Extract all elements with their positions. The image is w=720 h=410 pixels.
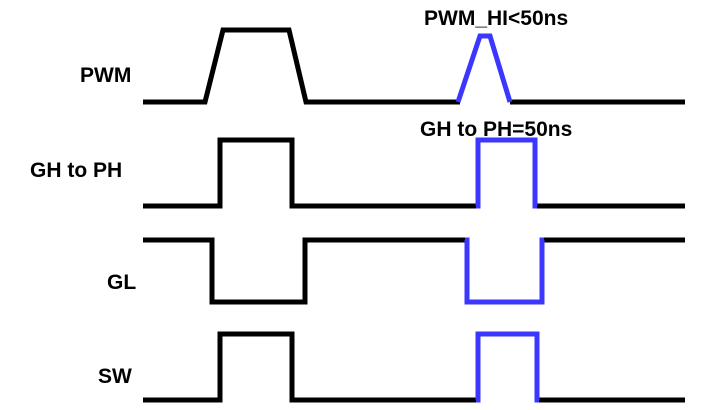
signal-label-gl: GL: [107, 271, 136, 294]
annotation-gh-to-ph: GH to PH=50ns: [420, 118, 572, 141]
waveform-pwm: [143, 27, 685, 105]
waveform-pwm-short-pulse: [455, 33, 513, 103]
signal-label-gh-to-ph: GH to PH: [30, 159, 122, 182]
signal-label-sw: SW: [98, 365, 132, 388]
waveform-gl: [143, 237, 685, 305]
waveform-sw-pulse: [475, 331, 540, 403]
waveform-gl-pulse: [464, 237, 545, 305]
annotation-pwm-hi: PWM_HI<50ns: [424, 7, 568, 30]
waveform-sw: [143, 331, 685, 403]
waveform-gh-to-ph: [143, 137, 685, 209]
waveform-gh-to-ph-pulse: [475, 137, 538, 209]
signal-label-pwm: PWM: [80, 64, 131, 87]
